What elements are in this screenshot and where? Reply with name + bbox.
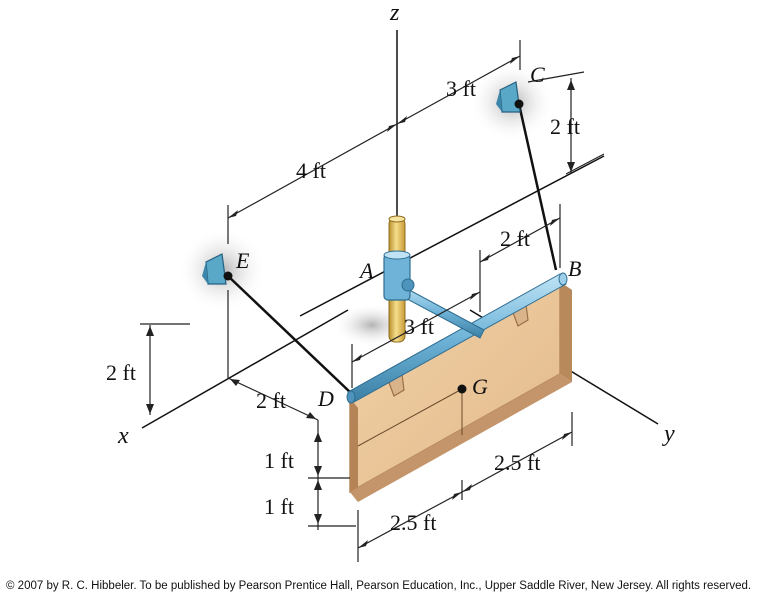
dimension-lines bbox=[140, 40, 605, 562]
reference-line bbox=[299, 155, 605, 317]
point-label-E: E bbox=[235, 248, 250, 273]
support-C bbox=[496, 81, 524, 113]
point-label-B: B bbox=[568, 256, 581, 281]
point-G-dot bbox=[457, 384, 467, 394]
axis-label-y: y bbox=[662, 421, 675, 447]
dim-label-3ft-top: 3 ft bbox=[446, 76, 476, 101]
point-label-D: D bbox=[317, 386, 334, 411]
point-label-G: G bbox=[472, 374, 488, 399]
point-label-A: A bbox=[358, 258, 374, 283]
dim-label-2ft-B: 2 ft bbox=[500, 226, 530, 251]
dimension-arrowheads bbox=[146, 56, 575, 548]
rod-BD bbox=[346, 272, 568, 404]
dim-label-2ft-D: 2 ft bbox=[256, 388, 286, 413]
collar-A bbox=[383, 250, 415, 301]
point-label-C: C bbox=[530, 62, 545, 87]
cable-DE bbox=[227, 275, 353, 395]
dim-label-2.5ft-right: 2.5 ft bbox=[494, 450, 540, 475]
x-axis bbox=[141, 309, 349, 429]
dim-label-1ft-upper: 1 ft bbox=[264, 448, 294, 473]
dim-label-4ft: 4 ft bbox=[296, 158, 326, 183]
axis-label-x: x bbox=[117, 423, 129, 449]
dim-label-2.5ft-bottom: 2.5 ft bbox=[390, 510, 436, 535]
dim-label-3ft-rod: 3 ft bbox=[404, 314, 434, 339]
copyright-notice: © 2007 by R. C. Hibbeler. To be publishe… bbox=[6, 580, 751, 592]
axis-label-z: z bbox=[389, 0, 400, 26]
dim-label-2ft-E: 2 ft bbox=[106, 360, 136, 385]
cable-BC bbox=[517, 103, 558, 271]
dim-label-1ft-lower: 1 ft bbox=[264, 494, 294, 519]
support-E bbox=[202, 253, 233, 285]
dim-label-2ft-C: 2 ft bbox=[550, 114, 580, 139]
